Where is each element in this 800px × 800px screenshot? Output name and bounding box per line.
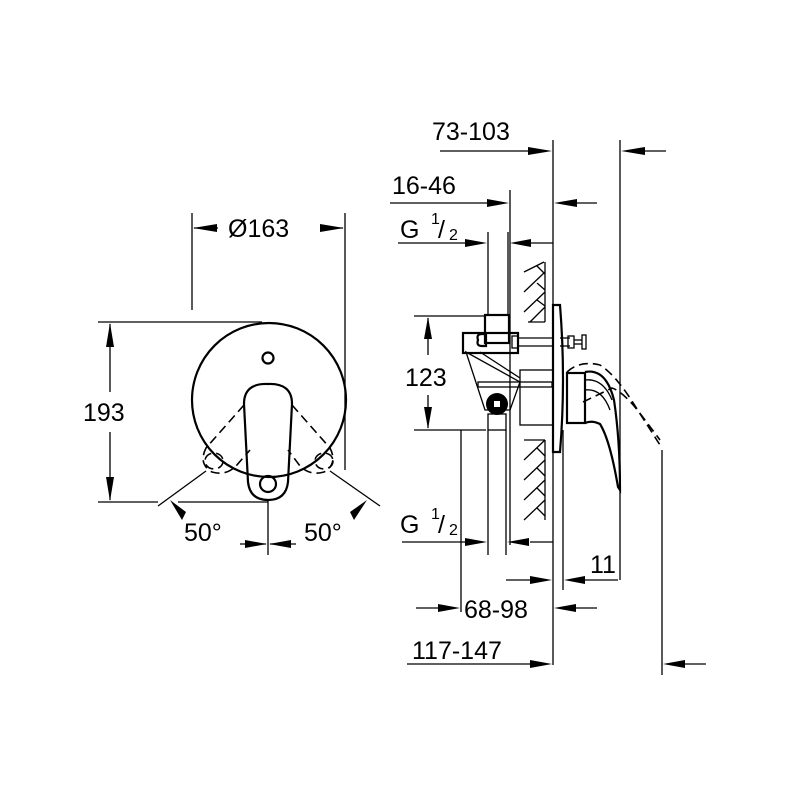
dim-68-98: 68-98 [464,596,528,624]
dim-117-147: 117-147 [412,637,502,665]
thread-top-label: G 1 / 2 [400,211,458,244]
side-view: 73-103 16-46 G 1 / 2 123 [390,118,706,675]
front-view: Ø163 193 50° 50° [83,213,381,555]
angle-right-label: 50° [304,519,342,547]
diameter-label: Ø163 [228,215,289,243]
svg-text:G: G [400,216,419,244]
svg-text:/: / [438,216,445,244]
dim-73-103: 73-103 [432,118,510,146]
svg-text:G: G [400,511,419,539]
svg-text:2: 2 [449,522,458,539]
dim-16-46: 16-46 [392,172,456,200]
height-label: 193 [83,399,125,427]
dim-11: 11 [590,551,616,579]
thread-bottom-label: G 1 / 2 [400,506,458,539]
dim-123: 123 [405,364,447,392]
svg-text:1: 1 [431,211,440,228]
svg-text:2: 2 [449,227,458,244]
svg-text:/: / [438,511,445,539]
svg-text:1: 1 [431,506,440,523]
angle-left-label: 50° [184,519,222,547]
